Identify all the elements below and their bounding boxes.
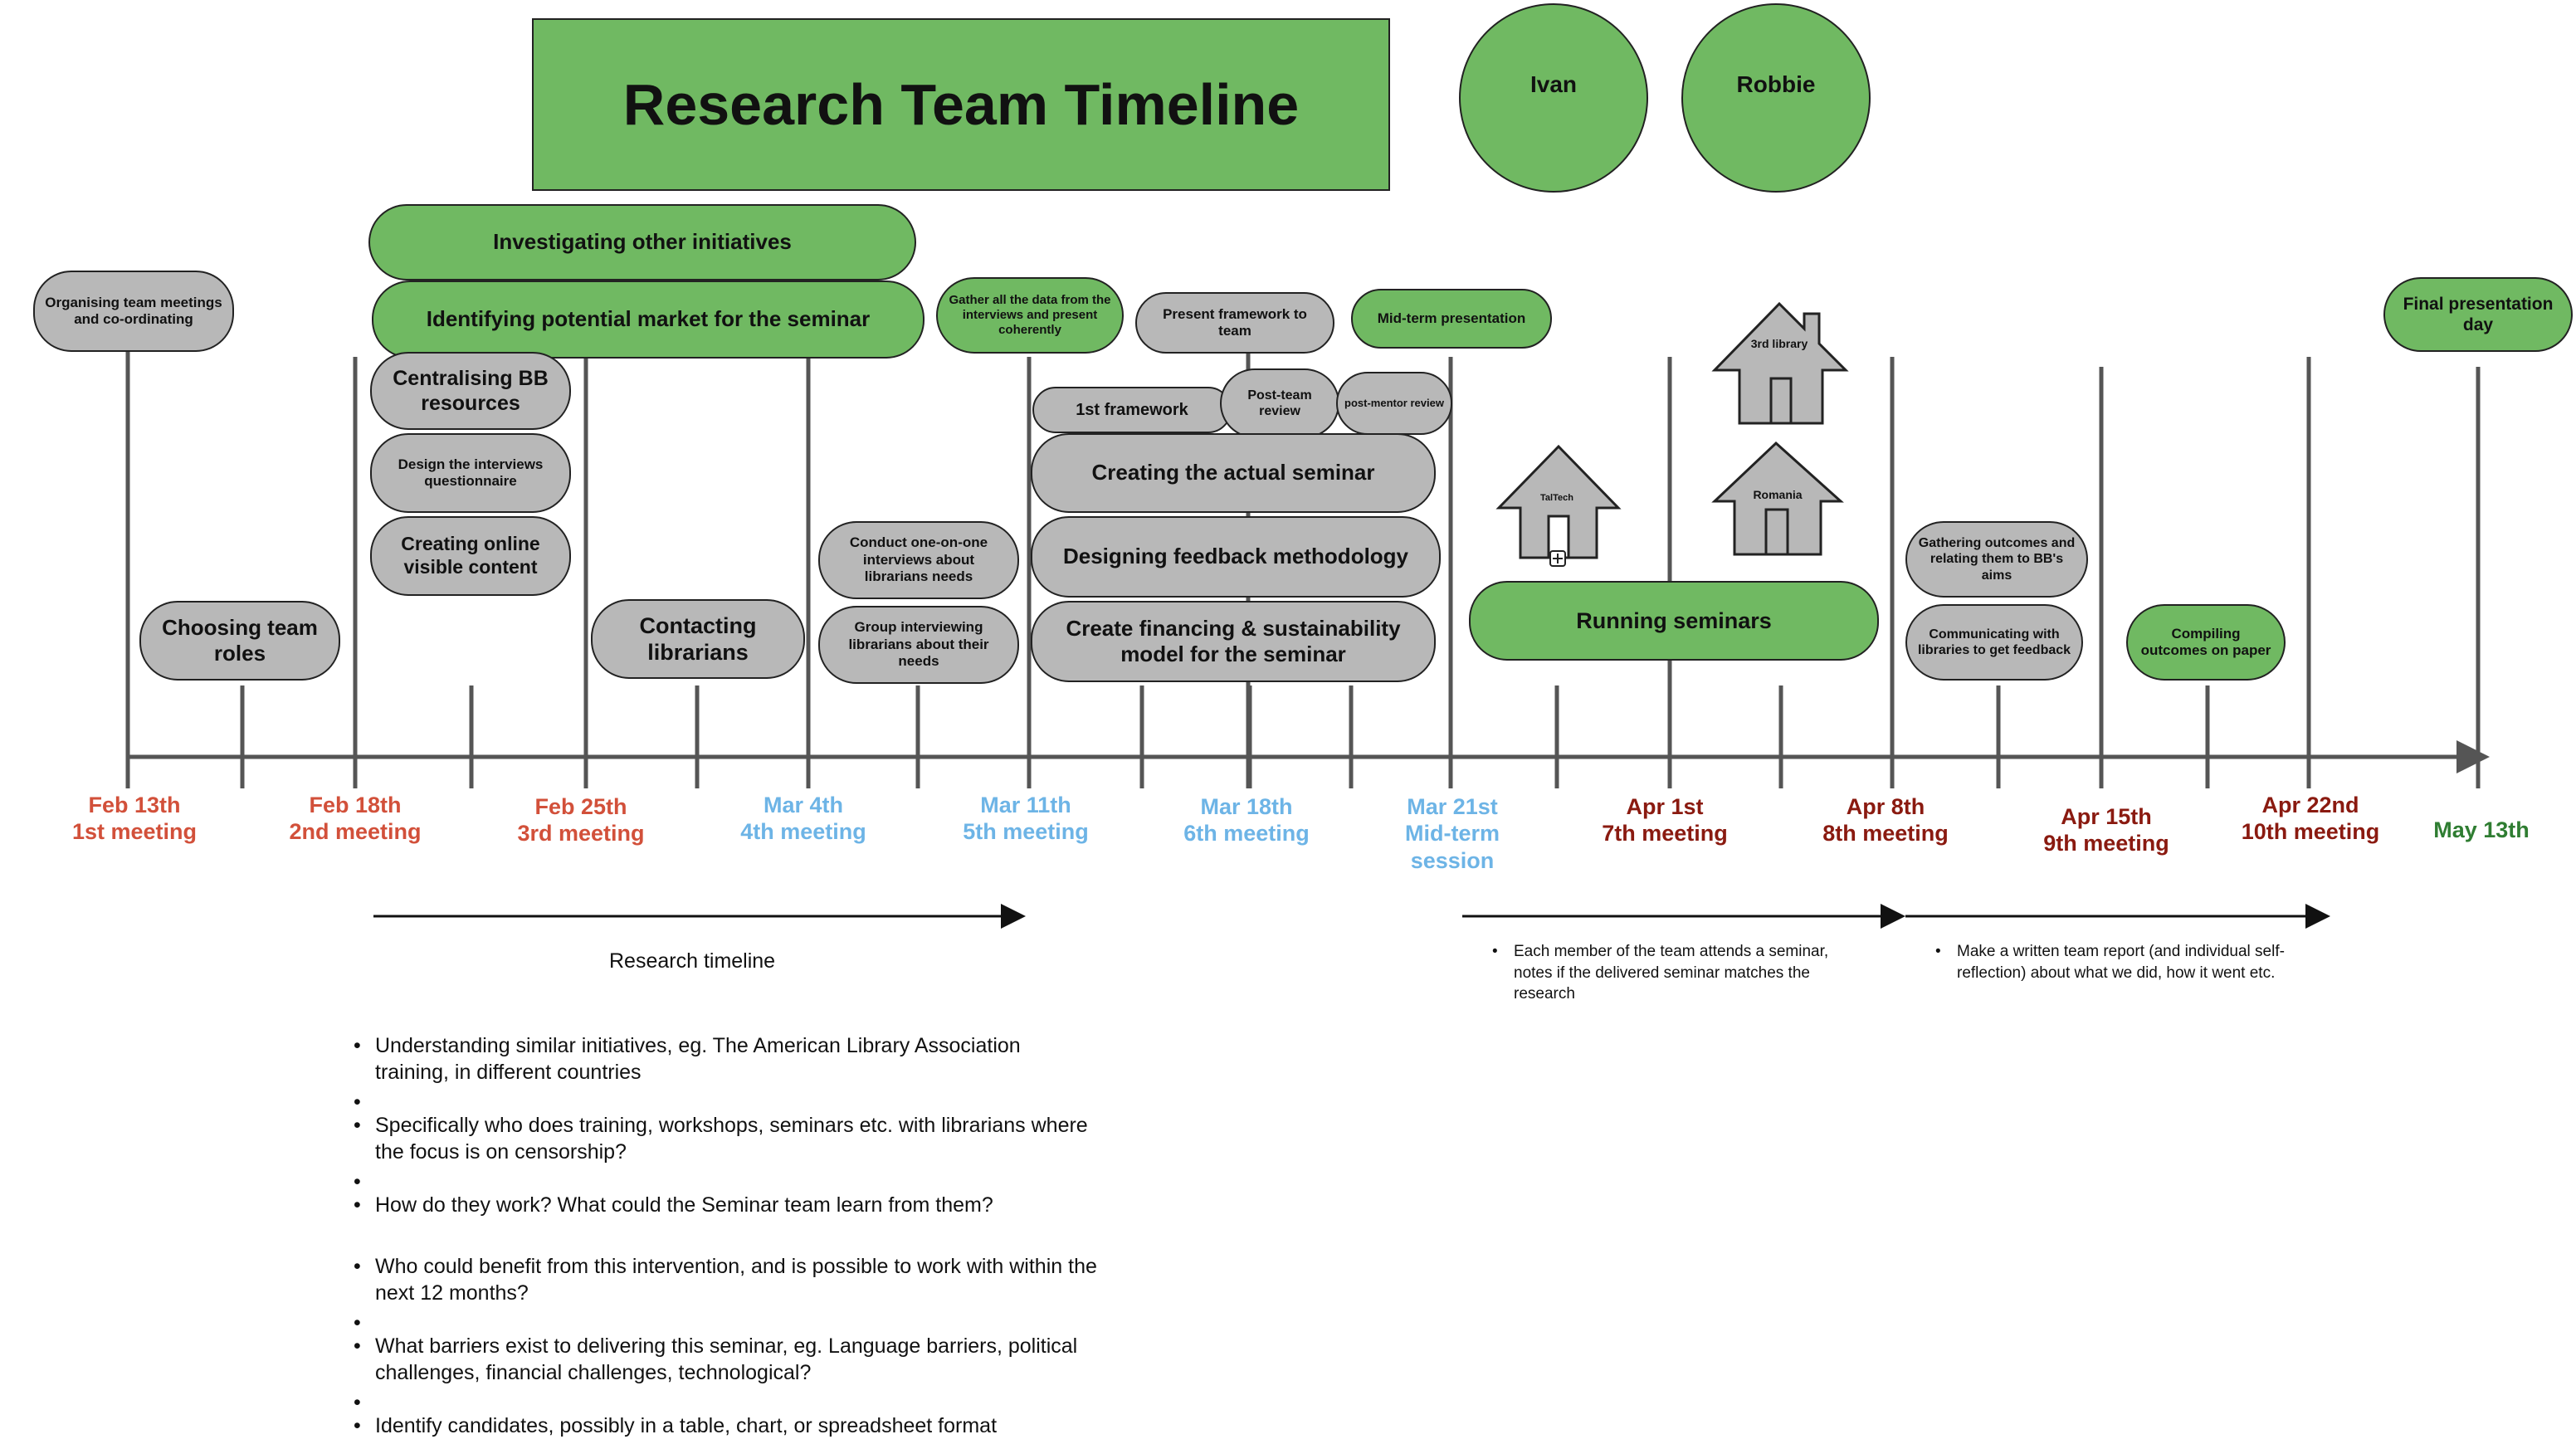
- house-romania-label: Romania: [1753, 488, 1803, 501]
- task-post-mentor-review: post-mentor review: [1336, 372, 1452, 435]
- person-circle-ivan: Ivan: [1459, 3, 1648, 193]
- question-item: Who could benefit from this intervention…: [350, 1253, 1097, 1306]
- question-item: How do they work? What could the Seminar…: [350, 1192, 1097, 1218]
- question-item: What barriers exist to delivering this s…: [350, 1333, 1097, 1386]
- date-may-13: May 13th: [2433, 817, 2530, 842]
- person-circle-robbie: Robbie: [1681, 3, 1871, 193]
- task-present-framework: Present framework to team: [1135, 292, 1334, 354]
- task-first-framework: 1st framework: [1032, 387, 1232, 433]
- research-timeline-label: Research timeline: [609, 949, 776, 973]
- seminar-note: Each member of the team attends a semina…: [1489, 941, 1846, 1005]
- task-one-on-one: Conduct one-on-one interviews about libr…: [818, 521, 1019, 599]
- task-post-team-review: Post-team review: [1220, 368, 1339, 438]
- question-item-empty: [350, 1089, 1097, 1115]
- task-centralising: Centralising BB resources: [370, 352, 571, 430]
- task-gathering-outcomes: Gathering outcomes and relating them to …: [1905, 521, 2088, 598]
- report-note: Make a written team report (and individu…: [1932, 941, 2314, 983]
- report-notes: Make a written team report (and individu…: [1932, 941, 2314, 983]
- task-gather-data: Gather all the data from the interviews …: [936, 277, 1124, 354]
- task-group-interviewing: Group interviewing librarians about thei…: [818, 606, 1019, 684]
- plus-icon: [1549, 550, 1566, 567]
- research-questions: Understanding similar initiatives, eg. T…: [350, 1032, 1097, 1439]
- task-creating-seminar: Creating the actual seminar: [1031, 433, 1436, 513]
- task-financing: Create financing & sustainability model …: [1031, 601, 1436, 682]
- question-item: Specifically who does training, workshop…: [350, 1112, 1097, 1165]
- house-3rd-library-icon: [1711, 301, 1849, 425]
- task-feedback-methodology: Designing feedback methodology: [1031, 516, 1441, 598]
- question-item-empty: [350, 1168, 1097, 1195]
- task-mid-term-presentation: Mid-term presentation: [1351, 289, 1552, 349]
- house-taltech-label: TalTech: [1540, 493, 1573, 503]
- task-identifying-market: Identifying potential market for the sem…: [372, 281, 925, 359]
- task-running-seminars: Running seminars: [1469, 581, 1879, 661]
- task-communicating: Communicating with libraries to get feed…: [1905, 604, 2083, 681]
- task-online-content: Creating online visible content: [370, 516, 571, 596]
- task-investigating: Investigating other initiatives: [368, 204, 916, 281]
- houses: [1495, 301, 1849, 559]
- timeline-axis: [125, 352, 2490, 788]
- task-final-presentation: Final presentation day: [2383, 277, 2573, 352]
- question-item: Understanding similar initiatives, eg. T…: [350, 1032, 1097, 1086]
- page-title: Research Team Timeline: [532, 18, 1390, 191]
- question-item-empty: [350, 1310, 1097, 1336]
- seminar-notes: Each member of the team attends a semina…: [1489, 941, 1846, 1005]
- question-item: Identify candidates, possibly in a table…: [350, 1412, 1097, 1439]
- task-design-interviews: Design the interviews questionnaire: [370, 433, 571, 513]
- task-choosing-roles: Choosing team roles: [139, 601, 340, 681]
- task-organising: Organising team meetings and co-ordinati…: [33, 271, 234, 352]
- house-3rd-library-label: 3rd library: [1750, 337, 1808, 350]
- task-compiling: Compiling outcomes on paper: [2126, 604, 2286, 681]
- question-item-empty: [350, 1389, 1097, 1416]
- task-contacting: Contacting librarians: [591, 599, 805, 679]
